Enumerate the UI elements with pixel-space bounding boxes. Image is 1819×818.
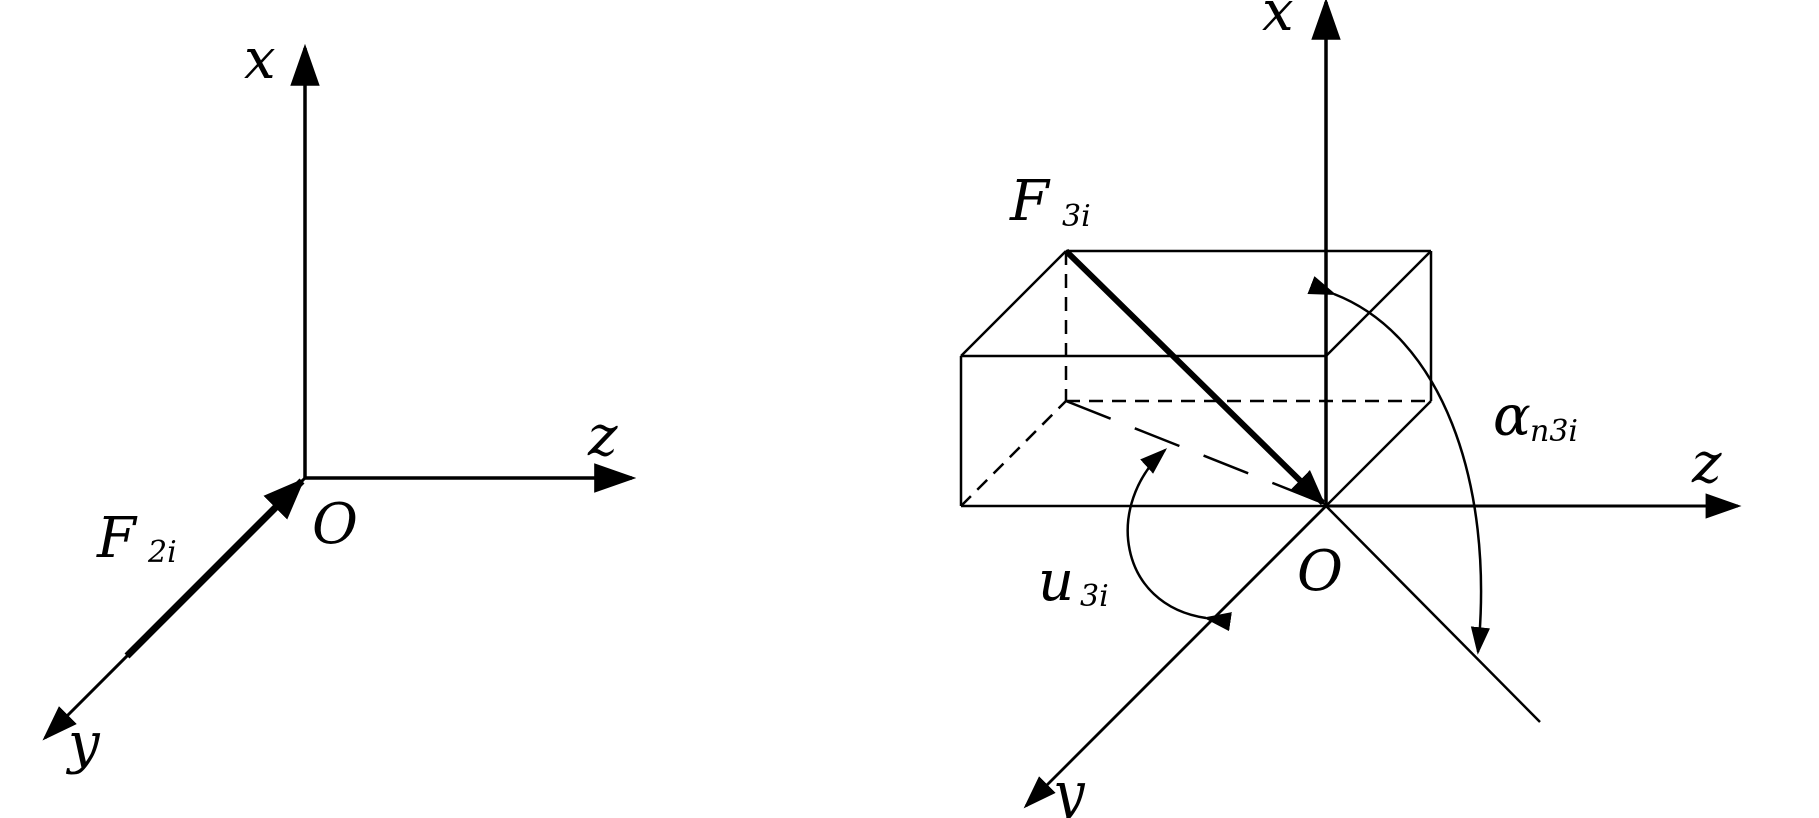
angle-u-arc: [1126, 448, 1232, 632]
right-origin-label: O: [1297, 539, 1343, 604]
right-figure: x z y O F 3i u 3i α n3i: [959, 0, 1742, 818]
right-force-vector: [1063, 248, 1326, 506]
angle-u-label: u: [1038, 549, 1074, 614]
right-y-axis: [1023, 505, 1327, 809]
right-diagonal-ray: [1325, 505, 1541, 723]
angle-alpha-label: α: [1493, 384, 1531, 449]
right-y-axis-label: y: [1050, 761, 1086, 818]
left-x-axis-label: x: [244, 27, 276, 92]
right-z-axis-label: z: [1691, 431, 1722, 496]
angle-alpha-arc: [1307, 276, 1491, 655]
right-force-subscript: 3i: [1062, 199, 1091, 234]
left-force-subscript: 2i: [147, 535, 177, 570]
right-x-axis-label: x: [1262, 0, 1294, 44]
left-force-label: F: [96, 506, 138, 571]
left-z-axis-label: z: [587, 404, 618, 469]
force-projection-line: [1065, 399, 1319, 503]
angle-alpha-subscript: n3i: [1530, 414, 1578, 449]
left-y-axis-label: y: [65, 711, 101, 776]
right-force-label: F: [1009, 169, 1051, 234]
angle-u-subscript: 3i: [1080, 579, 1109, 614]
left-figure: x z y O F 2i: [42, 27, 637, 776]
left-origin-label: O: [312, 492, 358, 557]
left-force-vector: [124, 478, 305, 659]
